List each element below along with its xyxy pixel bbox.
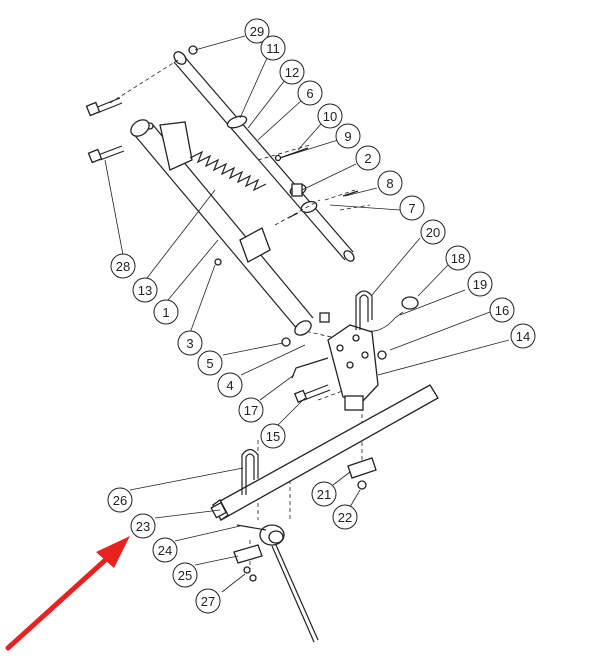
svg-text:5: 5 (206, 356, 213, 371)
svg-text:9: 9 (344, 129, 351, 144)
callout-1: 1 (153, 299, 179, 325)
callout-6: 6 (297, 80, 323, 106)
svg-text:3: 3 (186, 336, 193, 351)
callout-24: 24 (152, 537, 178, 563)
callout-20: 20 (420, 219, 446, 245)
svg-text:23: 23 (136, 519, 150, 534)
svg-text:17: 17 (244, 403, 258, 418)
svg-text:16: 16 (495, 303, 509, 318)
callout-15: 15 (260, 423, 286, 449)
svg-text:14: 14 (516, 329, 530, 344)
callout-25: 25 (172, 562, 198, 588)
callout-17: 17 (238, 397, 264, 423)
svg-text:20: 20 (426, 225, 440, 240)
callout-21: 21 (311, 481, 337, 507)
svg-text:1: 1 (162, 305, 169, 320)
callout-23: 23 (130, 513, 156, 539)
svg-text:2: 2 (364, 151, 371, 166)
nut-27-b (249, 574, 257, 582)
svg-text:4: 4 (226, 378, 233, 393)
clamp-plate (347, 457, 377, 479)
svg-text:19: 19 (473, 277, 487, 292)
callout-12: 12 (279, 59, 305, 85)
square-tube (210, 384, 439, 521)
mount-bracket (327, 324, 387, 411)
svg-text:12: 12 (285, 65, 299, 80)
spring-tine (236, 524, 319, 643)
callout-2: 2 (355, 145, 381, 171)
svg-text:6: 6 (306, 86, 313, 101)
nut-22 (357, 480, 367, 490)
u-bolt-upper (355, 290, 373, 330)
svg-text:21: 21 (317, 487, 331, 502)
nut-icon (188, 45, 198, 55)
svg-text:18: 18 (451, 251, 465, 266)
callout-19: 19 (467, 271, 493, 297)
callout-11: 11 (260, 35, 286, 61)
svg-text:24: 24 (158, 543, 172, 558)
lynch-wire (364, 311, 404, 332)
svg-text:13: 13 (138, 283, 152, 298)
svg-text:11: 11 (266, 41, 280, 56)
bracket-bolt (293, 384, 331, 403)
callout-5: 5 (197, 350, 223, 376)
callout-4: 4 (217, 372, 243, 398)
svg-text:10: 10 (323, 109, 337, 124)
svg-text:28: 28 (116, 259, 130, 274)
nut-27-a (243, 566, 251, 574)
upper-shaft (173, 45, 355, 262)
red-arrow-icon (5, 536, 130, 651)
swing-arm (130, 119, 330, 347)
clip-pin (401, 296, 419, 310)
svg-text:29: 29 (250, 24, 264, 39)
l-pin (291, 357, 329, 379)
callout-10: 10 (317, 103, 343, 129)
callout-8: 8 (377, 170, 403, 196)
callout-22: 22 (332, 504, 358, 530)
svg-text:26: 26 (113, 493, 127, 508)
callout-9: 9 (335, 123, 361, 149)
compression-spring (189, 150, 267, 192)
callout-16: 16 (489, 297, 515, 323)
svg-text:7: 7 (408, 201, 415, 216)
svg-text:8: 8 (386, 176, 393, 191)
callout-13: 13 (132, 277, 158, 303)
callout-14: 14 (510, 323, 536, 349)
svg-text:15: 15 (266, 429, 280, 444)
callout-26: 26 (107, 487, 133, 513)
leader-lines (104, 35, 510, 593)
u-bolt-lower (241, 448, 259, 495)
callout-3: 3 (177, 330, 203, 356)
svg-text:22: 22 (338, 510, 352, 525)
callout-18: 18 (445, 245, 471, 271)
callout-29: 29 (244, 18, 270, 44)
callout-27: 27 (195, 588, 221, 614)
tine-clamp-plate (233, 544, 263, 564)
svg-text:25: 25 (178, 568, 192, 583)
callout-7: 7 (399, 195, 425, 221)
callout-28: 28 (110, 253, 136, 279)
svg-text:27: 27 (201, 594, 215, 609)
